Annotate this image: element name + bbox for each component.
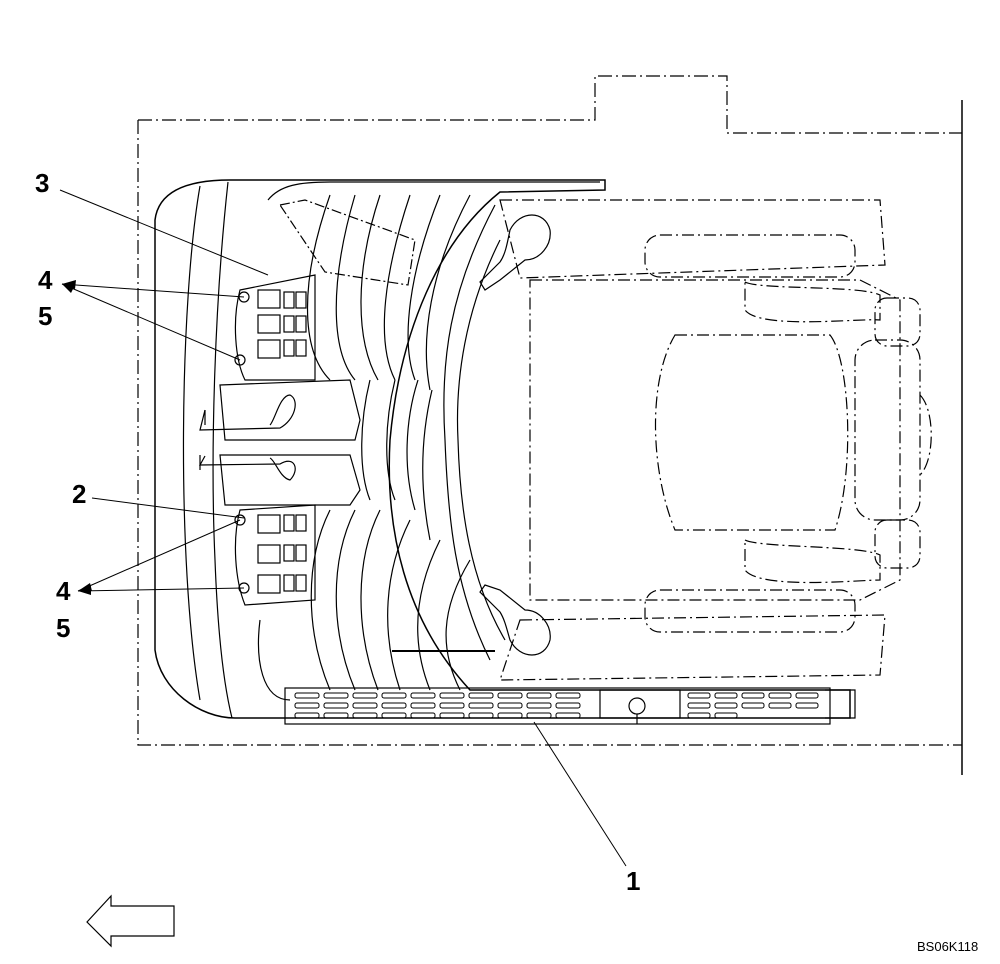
leader-4-upper-a (61, 283, 245, 298)
travel-levers (198, 379, 361, 506)
callout-5-lower: 5 (56, 613, 71, 643)
upper-pedal-assembly (234, 199, 416, 381)
leader-4-lower-a (77, 519, 241, 592)
floor-mat (154, 179, 851, 719)
callout-1: 1 (626, 866, 641, 896)
floor-inner-edge (212, 181, 233, 719)
figure-id: BS06K118 (917, 939, 979, 954)
leader-3 (59, 189, 269, 276)
callout-4-upper: 4 (38, 265, 53, 295)
leader-4-upper-b (61, 283, 241, 361)
arrow-left-icon (86, 894, 175, 948)
armrest-knobs (479, 214, 551, 656)
step-plate (284, 650, 856, 725)
cab-outline (137, 75, 962, 746)
operator-seat (499, 199, 932, 681)
floor-ribs (306, 194, 506, 691)
leader-1 (533, 721, 627, 867)
console-outline (257, 181, 600, 701)
callout-4-lower: 4 (56, 576, 71, 606)
leader-arrowheads (62, 280, 92, 595)
callout-3: 3 (35, 168, 50, 198)
callout-5-upper: 5 (38, 301, 53, 331)
leader-4-lower-b (77, 587, 245, 592)
leader-2 (91, 497, 245, 519)
callout-2: 2 (72, 479, 87, 509)
lower-pedal-assembly (234, 504, 316, 606)
leader-lines (59, 189, 627, 867)
floor-liner (182, 185, 201, 701)
